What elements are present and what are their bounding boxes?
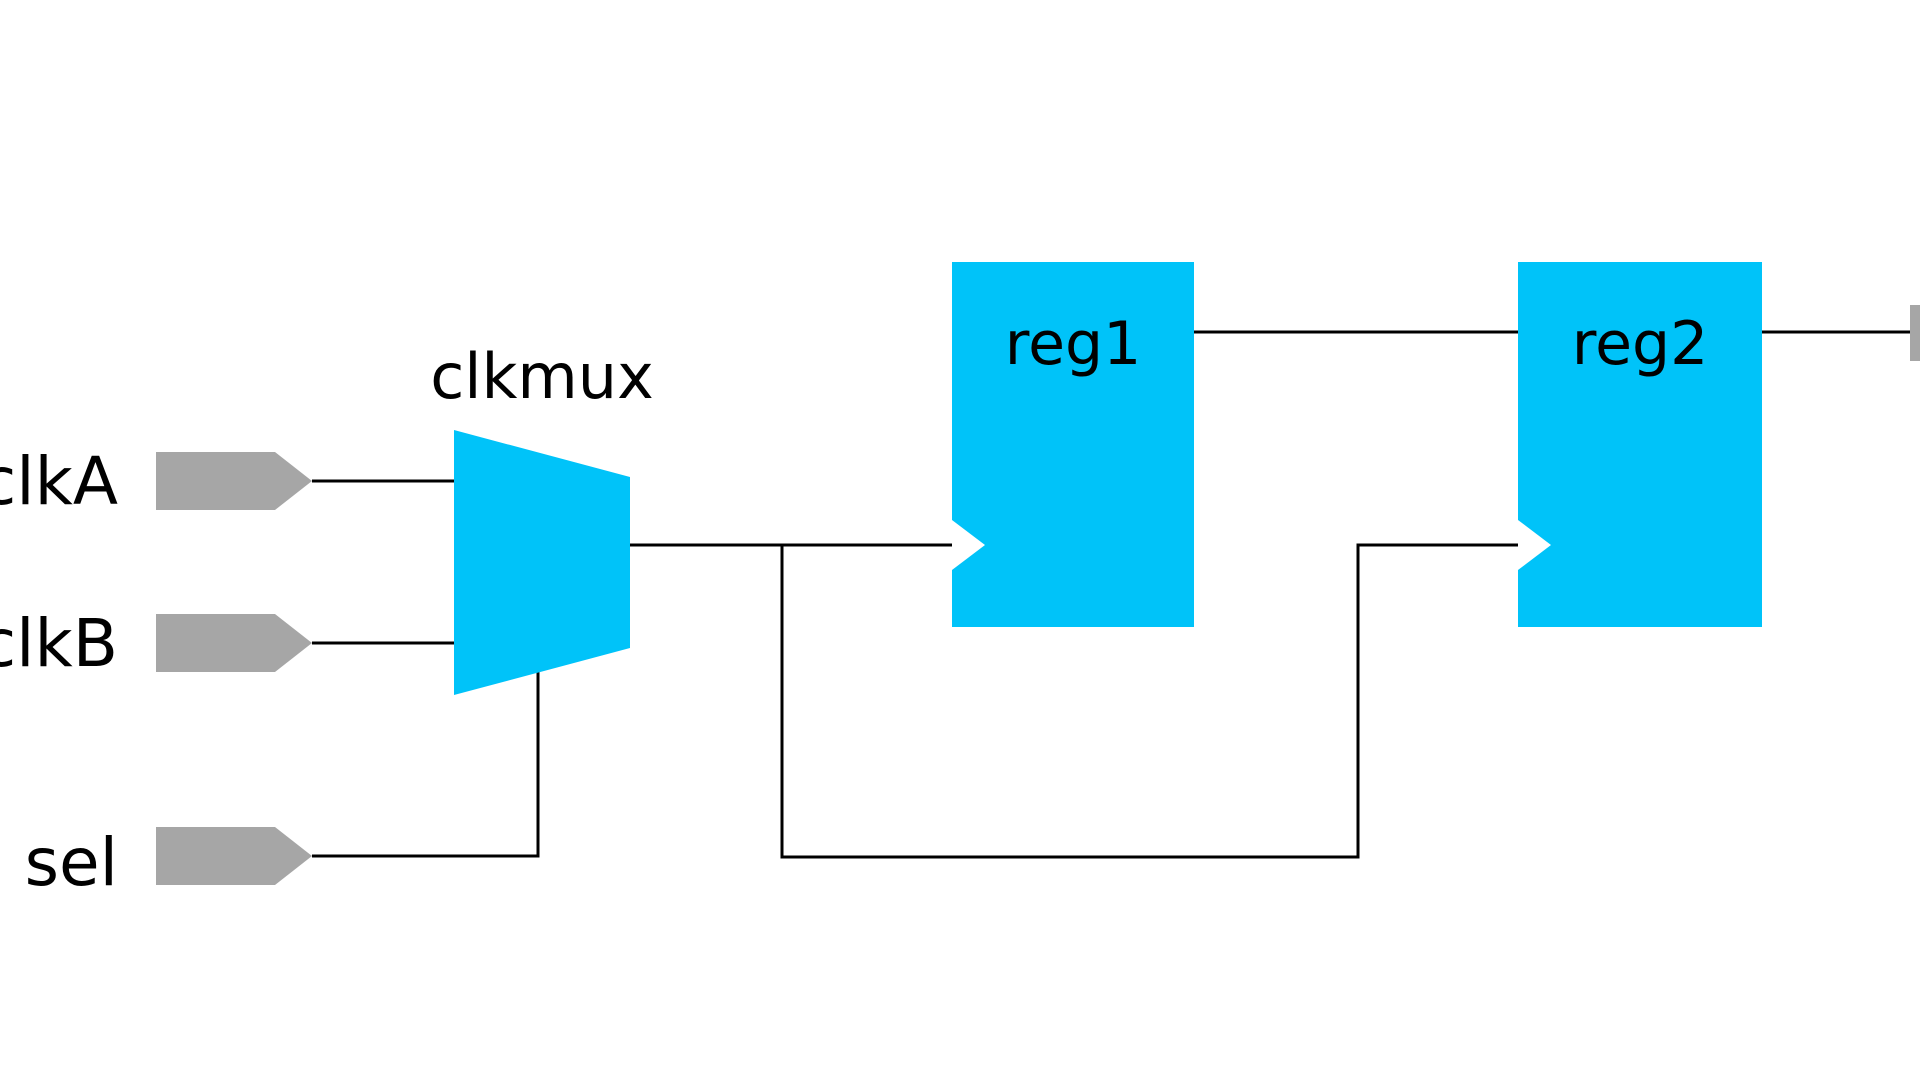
port-shape-sel: [156, 827, 312, 885]
port-shape-clkA: [156, 452, 312, 510]
mux-shape: [454, 430, 630, 695]
output-port: [1910, 305, 1920, 361]
output-port-shape: [1910, 305, 1920, 361]
mux-label: clkmux: [430, 340, 654, 413]
input-port-sel: sel: [25, 824, 312, 901]
port-label-clkB: clkB: [0, 605, 118, 682]
reg1-label: reg1: [1005, 309, 1142, 379]
wire-sel-to-mux: [312, 672, 540, 858]
input-port-clkA: clkA: [0, 443, 312, 520]
reg2-clock-notch: [1518, 520, 1551, 570]
reg1-clock-notch: [952, 520, 985, 570]
wires: [312, 330, 1910, 859]
reg2-label: reg2: [1572, 309, 1709, 379]
register-reg1: reg1: [952, 262, 1194, 627]
port-label-sel: sel: [25, 824, 118, 901]
reg2-body: [1518, 262, 1762, 627]
reg1-body: [952, 262, 1194, 627]
clock-mux: clkmux: [430, 340, 654, 695]
register-reg2: reg2: [1518, 262, 1762, 627]
wire-clock-branch-to-reg2: [780, 543, 1518, 859]
port-label-clkA: clkA: [0, 443, 118, 520]
port-shape-clkB: [156, 614, 312, 672]
input-port-clkB: clkB: [0, 605, 312, 682]
